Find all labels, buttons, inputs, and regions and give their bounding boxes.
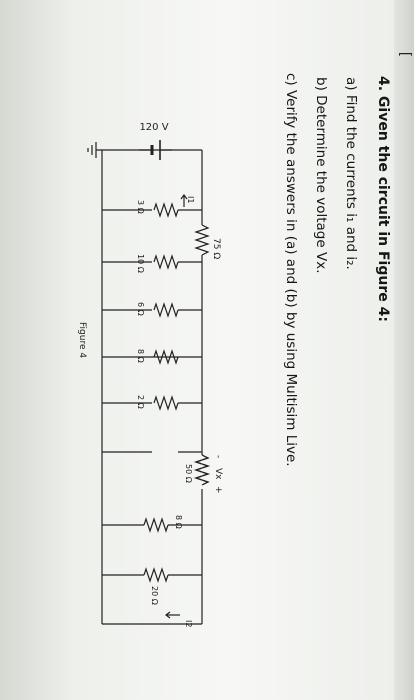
resistor-6 [153,302,179,318]
figure-caption: Figure 4 [77,322,87,358]
current-arrow-i1 [180,194,188,207]
right-margin [394,0,414,700]
label-2ohm: 2 Ω [136,395,145,409]
resistor-2 [153,395,179,411]
label-i2: I2 [184,620,193,627]
voltage-source [139,140,172,160]
label-50ohm: 50 Ω [184,464,193,483]
resistor-8b [143,517,169,533]
resistor-8a [153,349,179,365]
label-vx-minus: - [213,455,223,458]
label-3ohm: 3 Ω [136,200,145,214]
ground-symbol [87,142,102,158]
label-20ohm: 20 Ω [150,586,159,605]
current-arrow-i2 [165,611,180,619]
label-vx: Vx [213,468,223,480]
label-8ohm-a: 8 Ω [136,349,145,363]
label-i1: I1 [186,196,195,203]
label-10ohm: 10 Ω [136,254,145,273]
resistor-50-redraw [194,454,210,486]
resistor-20 [143,567,169,583]
label-6ohm: 6 Ω [136,302,145,316]
resistor-3 [153,202,179,218]
resistor-75 [194,224,210,256]
label-vx-plus: + [213,486,223,494]
label-120v: 120 V [139,122,168,133]
label-8ohm-b: 8 Ω [174,515,183,529]
label-75ohm: 75 Ω [211,238,221,259]
resistor-10 [153,254,179,270]
